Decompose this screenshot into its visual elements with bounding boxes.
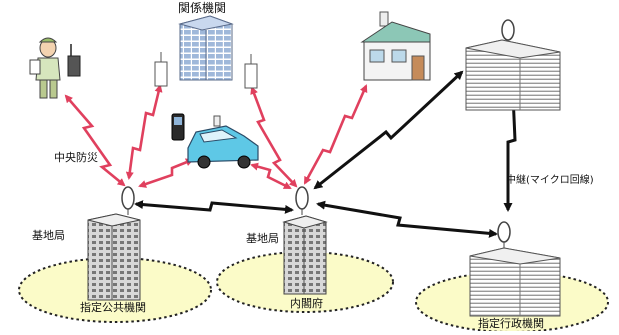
label-cabinet-office: 内閣府 bbox=[290, 297, 323, 310]
label-designated-public: 指定公共機関 bbox=[80, 301, 146, 314]
relay-building-top bbox=[465, 19, 561, 111]
link-house-to-center bbox=[303, 84, 368, 185]
label-base-station-left: 基地局 bbox=[32, 229, 65, 242]
link-left-to-center bbox=[134, 200, 294, 214]
link-person-to-left bbox=[64, 94, 126, 187]
link-center-to-topright bbox=[313, 70, 464, 190]
base-station-left bbox=[87, 186, 141, 301]
label-base-station-center: 基地局 bbox=[246, 232, 279, 245]
link-tower1-to-left bbox=[125, 84, 163, 180]
link-tower2-to-center bbox=[250, 86, 298, 188]
label-related-agencies: 関係機関 bbox=[178, 1, 227, 15]
link-car-to-center bbox=[250, 162, 292, 190]
office-building-icon bbox=[178, 15, 234, 81]
car-with-phone-icon bbox=[171, 113, 259, 169]
label-central-disaster: 中央防災 bbox=[54, 151, 98, 164]
admin-building bbox=[469, 221, 561, 317]
label-designated-admin: 指定行政機関 bbox=[478, 317, 544, 330]
house-icon bbox=[360, 11, 431, 81]
link-center-to-bottomright bbox=[316, 200, 498, 238]
base-station-center bbox=[282, 186, 328, 295]
person-with-radio-icon bbox=[29, 37, 81, 99]
radio-tower-icon bbox=[154, 52, 258, 89]
label-relay: 中継(マイクロ回線) bbox=[506, 175, 594, 186]
link-car-to-left bbox=[138, 158, 194, 188]
